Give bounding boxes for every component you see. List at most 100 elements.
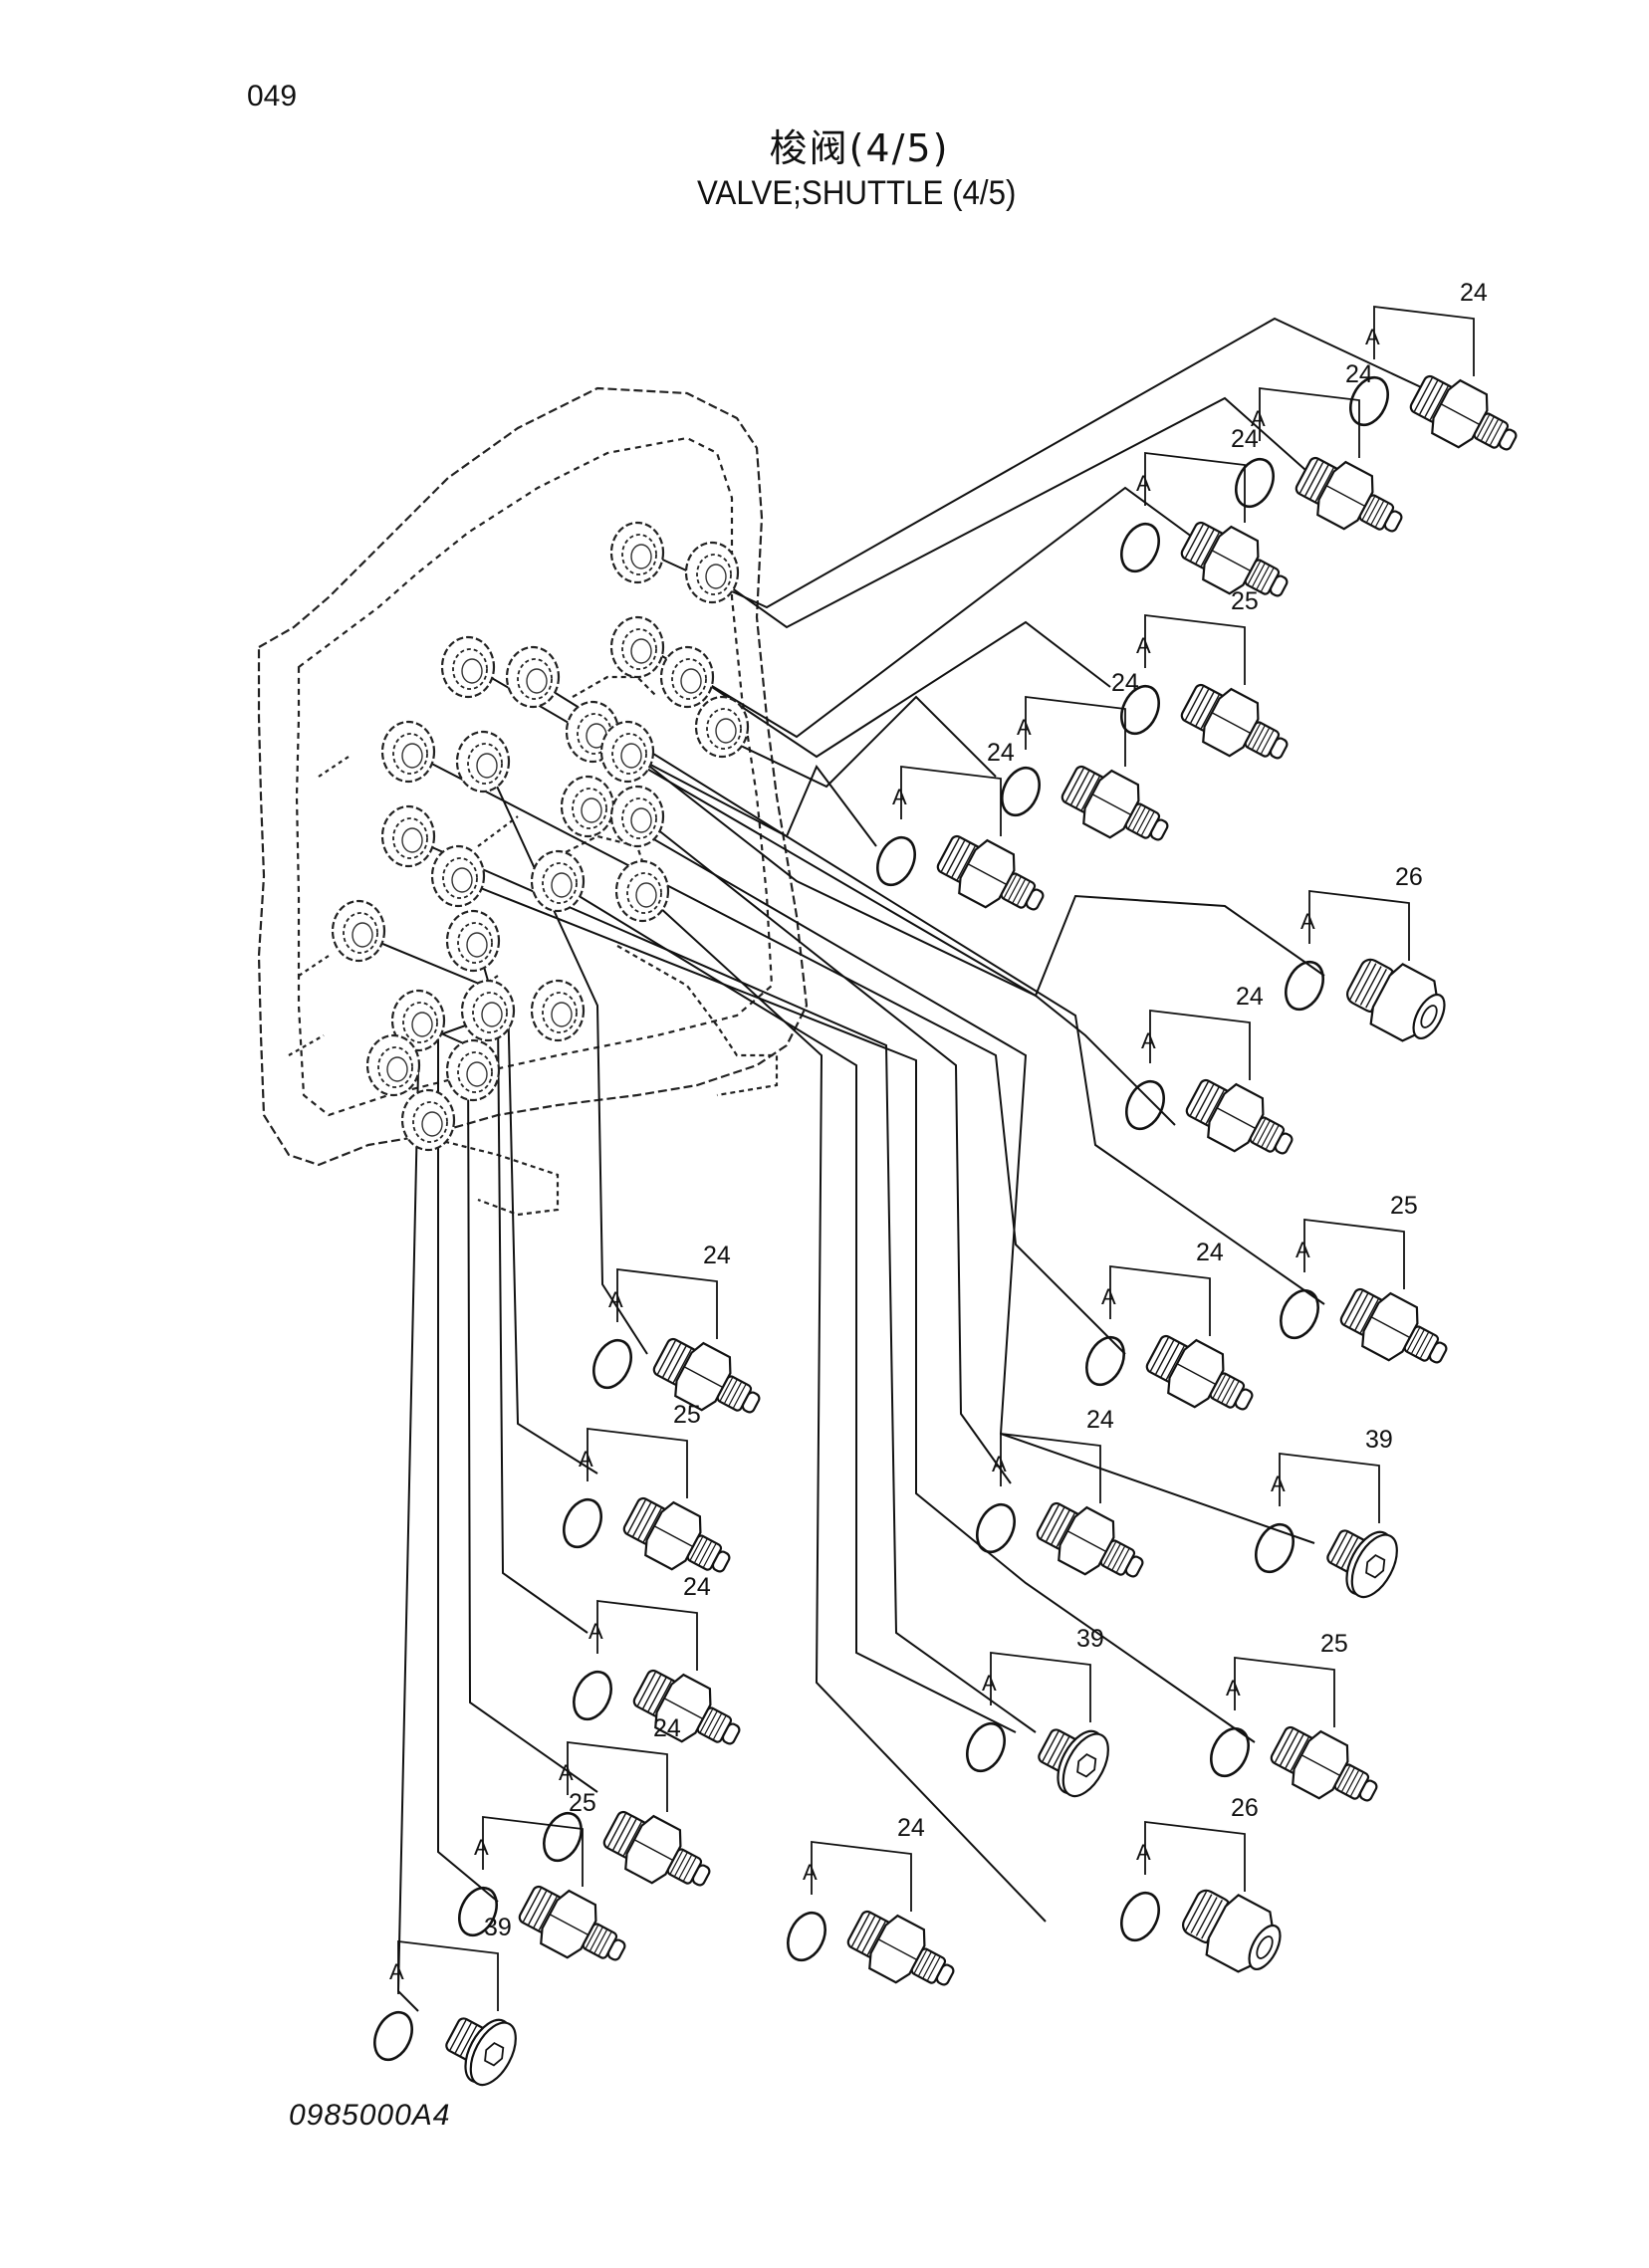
union-fitting-24[interactable]: A24	[1229, 360, 1413, 551]
o-ring-icon	[373, 2010, 413, 2062]
o-ring-icon	[563, 1497, 602, 1549]
plug-fitting-39[interactable]: A39	[367, 1914, 525, 2092]
union-fitting-24[interactable]: A 24	[587, 1242, 771, 1432]
callout-bracket	[1373, 305, 1475, 376]
leader-line	[646, 486, 1201, 739]
valve-port	[530, 849, 586, 913]
o-ring-icon	[1120, 1891, 1160, 1942]
leader-line	[636, 756, 1325, 998]
part-callout-number: 24	[1231, 425, 1259, 453]
o-ring-icon	[876, 835, 916, 887]
o-ring-letter: A	[992, 1452, 1007, 1476]
part-callout-number: 24	[897, 1814, 925, 1842]
o-ring-letter: A	[579, 1447, 593, 1472]
union-fitting-24[interactable]: A24	[1079, 1239, 1264, 1429]
part-callout-number: 24	[703, 1242, 731, 1269]
union-icon	[1180, 683, 1289, 760]
adapter-fitting-26[interactable]: A26	[1114, 1794, 1292, 1983]
adapter-fitting-26[interactable]: A 26	[1279, 863, 1456, 1052]
o-ring-icon	[1001, 766, 1041, 817]
leader-lines	[362, 317, 1435, 2012]
part-callout-number: 25	[1320, 1630, 1348, 1658]
o-ring-letter: A	[1226, 1676, 1241, 1701]
part-callout-number: 24	[1236, 983, 1264, 1011]
union-fitting-24[interactable]: A 24	[970, 1406, 1154, 1596]
leader-line	[477, 945, 589, 1634]
union-fitting-25[interactable]: A25	[557, 1401, 741, 1591]
union-fitting-24[interactable]: A24	[567, 1573, 751, 1763]
part-callout-number: 24	[1086, 1406, 1114, 1434]
o-ring-icon	[976, 1502, 1016, 1554]
o-ring-letter: A	[803, 1860, 818, 1885]
union-fitting-25[interactable]: A 25	[1204, 1630, 1388, 1820]
plug-fitting-39[interactable]: A39	[1249, 1426, 1406, 1604]
part-callout-number: 26	[1395, 863, 1423, 891]
union-fitting-24[interactable]: A 24	[781, 1814, 965, 2004]
part-callout-number: 39	[484, 1914, 512, 1941]
plug-icon	[1326, 1529, 1398, 1599]
callout-bracket	[811, 1840, 912, 1912]
part-callout-number: 39	[1076, 1625, 1104, 1653]
union-fitting-24[interactable]: A24	[1119, 983, 1303, 1173]
callout-bracket	[1259, 386, 1360, 458]
o-ring-letter: A	[982, 1671, 997, 1696]
o-ring-icon	[458, 1886, 498, 1937]
o-ring-icon	[1120, 684, 1160, 736]
plug-icon	[445, 2017, 517, 2087]
valve-ports	[331, 521, 750, 1152]
o-ring-letter: A	[1271, 1472, 1286, 1496]
o-ring-icon	[1085, 1335, 1125, 1387]
valve-port	[659, 645, 715, 709]
leader-line	[417, 840, 1037, 1733]
o-ring-letter: A	[1296, 1238, 1310, 1262]
valve-port	[380, 720, 436, 784]
part-callout-number: 24	[653, 1714, 681, 1742]
drawing-code: 0985000A4	[289, 2099, 451, 2132]
union-fitting-24[interactable]: A 24	[1114, 425, 1298, 615]
leader-line	[696, 620, 1111, 759]
valve-port	[560, 775, 615, 838]
page-number: 049	[247, 80, 298, 113]
union-fitting-25[interactable]: A 25	[1274, 1192, 1458, 1382]
callout-bracket	[1025, 695, 1126, 767]
callout-bracket	[900, 765, 1002, 836]
o-ring-icon	[1280, 1288, 1319, 1340]
part-callout-number: 24	[683, 1573, 711, 1601]
callout-bracket	[567, 1740, 668, 1812]
union-fitting-24[interactable]: A24	[537, 1714, 721, 1905]
leader-line	[596, 805, 1315, 1544]
union-fitting-24[interactable]: A24	[1343, 279, 1528, 469]
o-ring-letter: A	[1017, 715, 1032, 740]
o-ring-letter: A	[608, 1287, 623, 1312]
valve-port	[694, 695, 750, 759]
o-ring-letter: A	[1136, 471, 1151, 496]
plug-fitting-39[interactable]: A 39	[960, 1625, 1117, 1803]
valve-port	[609, 521, 665, 584]
o-ring-icon	[966, 1721, 1006, 1773]
valve-port	[445, 1038, 501, 1102]
o-ring-letter: A	[1136, 1840, 1151, 1865]
part-callout-number: 25	[1231, 587, 1259, 615]
valve-port	[455, 730, 511, 794]
callout-bracket	[1109, 1264, 1211, 1336]
leader-line	[562, 885, 1017, 1733]
part-callout-number: 25	[1390, 1192, 1418, 1220]
o-ring-icon	[1255, 1522, 1295, 1574]
union-fitting-25[interactable]: A25	[1114, 587, 1298, 778]
union-fitting-25[interactable]: A25	[452, 1789, 636, 1979]
leader-line	[362, 935, 598, 1474]
union-icon	[936, 834, 1045, 911]
valve-port	[460, 979, 516, 1042]
leader-line	[396, 1069, 420, 2012]
union-icon	[652, 1337, 761, 1414]
callout-bracket	[1000, 1432, 1101, 1503]
callout-bracket	[1303, 1218, 1405, 1289]
union-fitting-24[interactable]: A24	[995, 669, 1179, 859]
o-ring-letter: A	[1300, 909, 1315, 934]
union-fitting-24[interactable]: A24	[870, 739, 1055, 929]
shuttle-valve-body	[257, 386, 809, 1217]
union-icon	[1060, 765, 1169, 841]
union-icon	[1409, 374, 1518, 451]
